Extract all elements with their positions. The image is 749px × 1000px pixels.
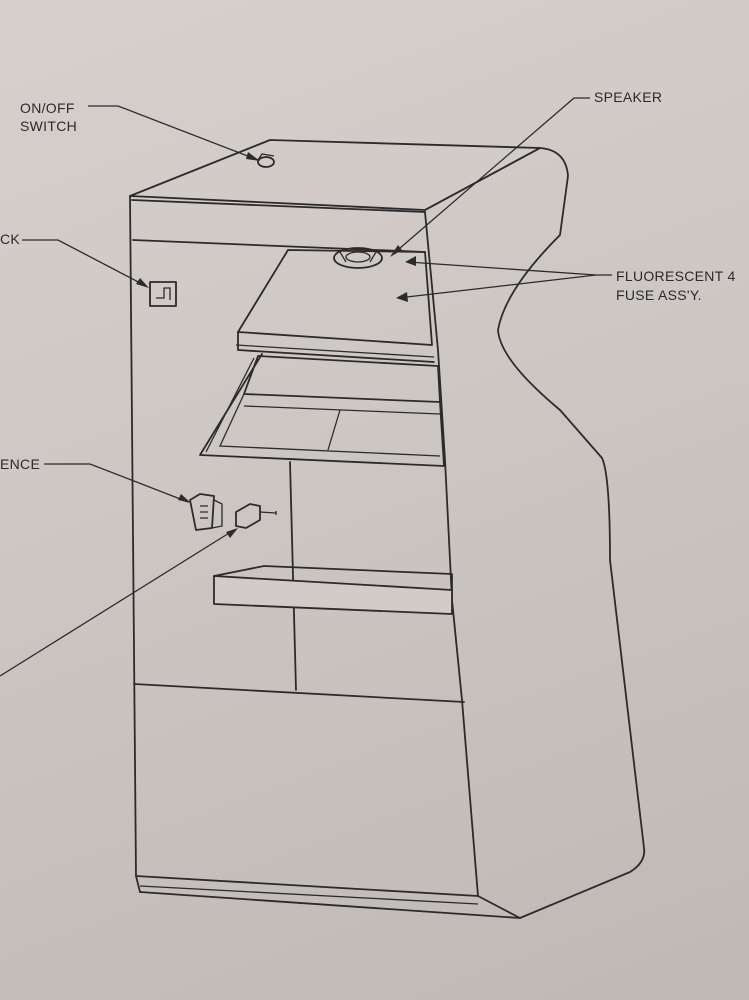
middle-divider [289,461,297,691]
speaker-cone [345,251,371,263]
control-panel-inner [219,393,441,457]
leader-plug [0,529,235,677]
cabinet-top-front-edge [131,199,426,213]
monitor-shelf-front [237,331,435,363]
control-panel-slope-left [205,357,255,453]
leader-lock [22,239,147,287]
coin-shelf-front [213,575,453,615]
cabinet-top-panel [129,139,541,211]
lock-icon [149,281,177,307]
control-panel-top [243,355,441,403]
leader-on-off [88,105,259,161]
label-lock-partial: CK [0,231,21,247]
cabinet-marquee-lower-edge [132,239,426,253]
label-on-off-line2: SWITCH [20,118,78,134]
lock-keyhole [156,287,171,300]
leader-fluorescent-2 [397,274,597,299]
lower-cabinet-top [133,683,465,703]
control-panel-divider [327,409,341,451]
cabinet-bottom-edge [135,875,521,919]
interlock-switch-icon [189,493,223,531]
leader-fluorescent-1 [407,261,612,276]
cabinet-front-right-edge [424,211,479,897]
speaker-ribs [339,248,377,263]
arrowhead-interlock [178,494,191,503]
label-interlock-partial: ENCE [0,456,41,472]
leader-interlock [44,463,189,503]
coin-shelf-top [213,565,453,593]
on-off-switch-body [257,153,275,161]
arrowhead-fluorescent-1 [405,256,416,266]
arrowhead-plug [226,528,238,538]
arrowhead-fluorescent-2 [396,292,408,302]
label-fluorescent-line2: FUSE ASS'Y. [616,287,702,303]
label-speaker: SPEAKER [594,89,663,105]
arrowhead-speaker [390,245,402,257]
control-panel-front [199,353,445,467]
label-fluorescent-line1: FLUORESCENT 4 [616,268,736,284]
control-panel-ledge [243,405,441,415]
arrowhead-on-off [246,152,260,161]
plug-switch-icon [235,503,277,529]
label-on-off-line1: ON/OFF [20,100,75,116]
on-off-switch-icon [257,156,275,168]
leader-speaker [391,97,590,256]
cabinet-side-profile [424,147,646,919]
arrowhead-lock [136,278,149,288]
monitor-bezel [237,249,433,346]
monitor-shelf-edge [235,344,435,358]
cabinet-base-line [139,885,479,905]
cabinet-left-edge [129,195,141,893]
